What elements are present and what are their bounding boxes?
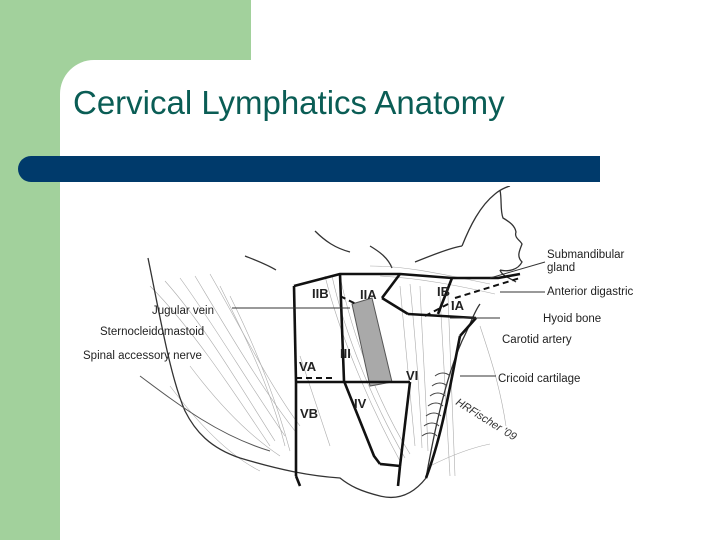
- level-IV: IV: [354, 396, 367, 411]
- label-anterior-digastric: Anterior digastric: [547, 286, 634, 298]
- title-underline-bar: [18, 156, 600, 182]
- level-IIA: IIA: [360, 287, 377, 302]
- trachea-rings: [421, 372, 451, 437]
- content-panel: [60, 60, 720, 540]
- label-spinal-accessory-nerve: Spinal accessory nerve: [83, 350, 202, 362]
- level-VI: VI: [406, 368, 418, 383]
- label-carotid-artery: Carotid artery: [502, 334, 572, 346]
- neck-outline: [147, 257, 481, 498]
- neck-anatomy-diagram: Submandibular gland Anterior digastric H…: [83, 186, 634, 498]
- shoulder-line: [139, 375, 271, 452]
- head-outline: [244, 186, 523, 283]
- slide-title: Cervical Lymphatics Anatomy: [73, 84, 505, 121]
- level-IA: IA: [451, 298, 465, 313]
- label-hyoid-bone: Hyoid bone: [543, 313, 601, 325]
- dashed-boundaries: [296, 277, 521, 379]
- level-IIB: IIB: [312, 286, 329, 301]
- level-boundaries: [292, 272, 521, 487]
- level-IB: IB: [437, 284, 450, 299]
- leader-lines: [232, 261, 546, 377]
- muscle-texture: [149, 265, 507, 477]
- illustrator-signature: HRFischer '09: [453, 396, 518, 443]
- level-VB: VB: [300, 406, 318, 421]
- label-submandibular-line1: Submandibular: [547, 249, 625, 261]
- level-VA: VA: [299, 359, 317, 374]
- label-cricoid-cartilage: Cricoid cartilage: [498, 373, 580, 385]
- label-submandibular-line2: gland: [547, 262, 575, 274]
- label-jugular-vein: Jugular vein: [152, 305, 214, 317]
- label-sternocleidomastoid: Sternocleidomastoid: [100, 326, 204, 338]
- level-III: III: [340, 346, 351, 361]
